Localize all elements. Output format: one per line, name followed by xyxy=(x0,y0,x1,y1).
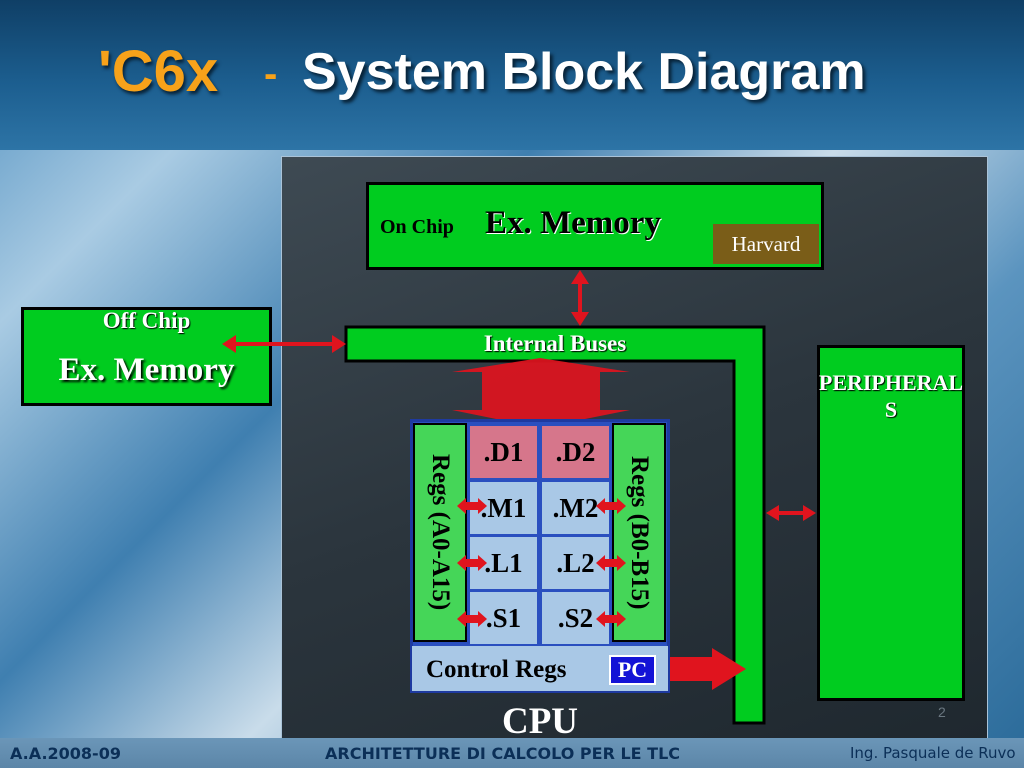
peripherals-label: PERIPHERALS xyxy=(818,370,964,422)
harvard-badge: Harvard xyxy=(713,224,819,264)
unit-m2: .M2 xyxy=(542,482,609,534)
pc-bus-arrow xyxy=(656,648,746,690)
footer-band xyxy=(0,738,1024,768)
regs-b-label: Regs (B0-B15) xyxy=(626,455,653,610)
unit-d1: .D1 xyxy=(470,426,537,478)
footer-author: Ing. Pasquale de Ruvo xyxy=(850,744,1016,762)
unit-d2: .D2 xyxy=(542,426,609,478)
footer-academic-year: A.A.2008-09 xyxy=(10,744,121,763)
pc-register: PC xyxy=(609,655,656,685)
off-chip-memory-label: Ex. Memory xyxy=(58,352,235,388)
footer-course-title: ARCHITETTURE DI CALCOLO PER LE TLC xyxy=(325,744,680,763)
on-chip-memory-label: Ex. Memory xyxy=(485,205,661,241)
off-chip-label: Off Chip xyxy=(102,308,191,333)
on-chip-label: On Chip xyxy=(380,216,454,238)
peripherals-box xyxy=(817,345,965,701)
regs-a-box xyxy=(413,423,467,642)
title-system-block-diagram: System Block Diagram xyxy=(302,43,866,101)
internal-bus-shape xyxy=(344,325,766,725)
cpu-label: CPU xyxy=(501,701,579,742)
title-dash: - xyxy=(264,52,278,96)
off-chip-memory-box xyxy=(21,307,272,406)
internal-buses-label: Internal Buses xyxy=(483,331,627,356)
bus-cpu-arrow xyxy=(452,358,630,428)
control-regs-label: Control Regs xyxy=(426,656,567,683)
title-band xyxy=(0,0,1024,150)
title-c6x: 'C6x xyxy=(98,39,219,104)
regs-b-box xyxy=(612,423,666,642)
regs-a-label: Regs (A0-A15) xyxy=(427,454,454,611)
page-number: 2 xyxy=(938,704,946,720)
